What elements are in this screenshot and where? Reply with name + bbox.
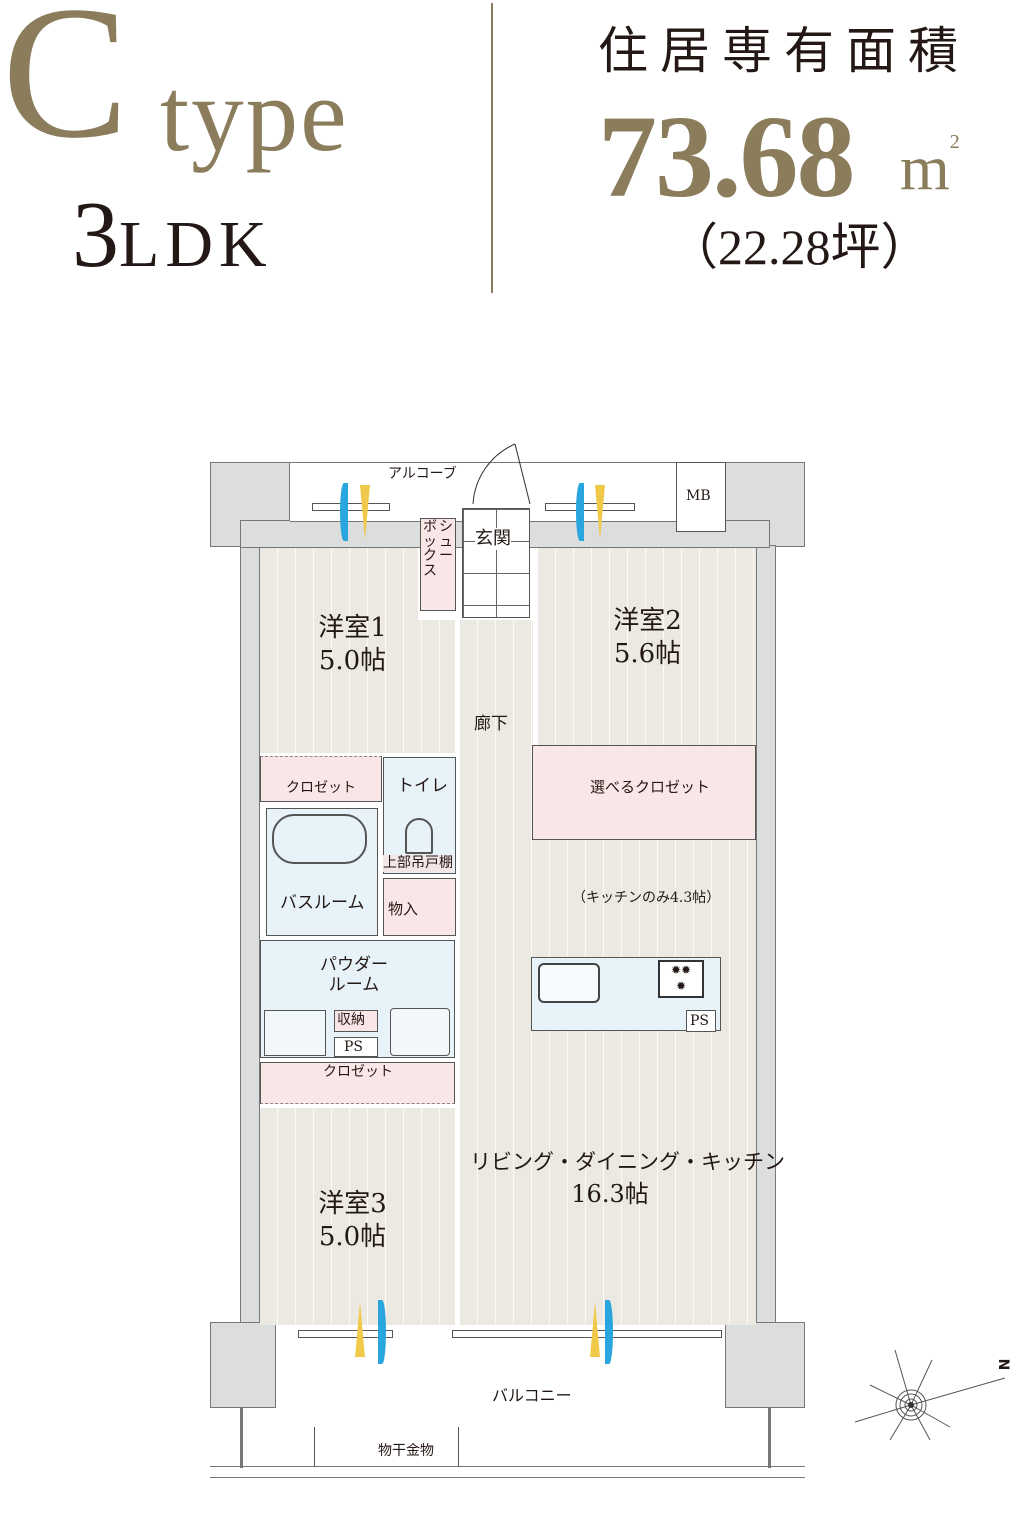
toilet-label: トイレ	[397, 776, 448, 796]
sunlight-icon	[360, 485, 370, 540]
kitchen-note: （キッチンのみ4.3帖）	[572, 890, 721, 906]
western-room-1-size: 5.0帖	[318, 645, 387, 676]
western-room-2-name: 洋室2	[613, 606, 682, 636]
header-divider	[491, 3, 493, 293]
shoe-box	[420, 518, 456, 611]
type-word: type	[160, 56, 349, 173]
wall-bottom-right-pillar	[725, 1322, 805, 1408]
selectable-closet-label: 選べるクロゼット	[590, 778, 711, 796]
hanger-post	[314, 1427, 315, 1467]
powder-storage-label: 収納	[337, 1012, 365, 1028]
airflow-icon	[605, 1300, 613, 1364]
meter-box-label: MB	[686, 488, 711, 504]
bathroom-label: バスルーム	[280, 893, 365, 913]
upper-shelf-label: 上部吊戸棚	[383, 855, 453, 872]
layout-type: 3LDK	[72, 188, 273, 282]
hallway-label: 廊下	[474, 714, 508, 734]
ldk	[460, 840, 756, 1325]
window-ldk	[452, 1330, 722, 1338]
sunlight-icon	[590, 1302, 600, 1357]
western-room-1-lower	[260, 620, 455, 753]
toilet	[383, 757, 456, 874]
powder-room-line2: ルーム	[328, 975, 380, 996]
western-room-2	[538, 548, 756, 746]
wall-right	[756, 545, 776, 1325]
alcove-label: アルコーブ	[388, 466, 457, 482]
balcony-post-right	[768, 1408, 771, 1468]
western-room-3-label: 洋室3 5.0帖	[300, 1188, 405, 1253]
area-label: 住居専有面積	[598, 22, 970, 80]
airflow-icon	[378, 1300, 386, 1364]
storage	[383, 878, 456, 936]
bathtub-icon	[272, 814, 367, 864]
area-unit-sup: 2	[949, 131, 960, 153]
hanger-post	[458, 1427, 459, 1467]
closet-1-label: クロゼット	[286, 780, 356, 796]
powder-storage	[334, 1010, 378, 1032]
entrance-label: 玄関	[475, 528, 511, 550]
selectable-closet	[532, 745, 756, 840]
western-room-2-size: 5.6帖	[613, 638, 682, 669]
stove-icon: ✹✹✹	[658, 960, 704, 998]
compass-north-label: N	[997, 1358, 1014, 1371]
window-room1	[312, 503, 390, 511]
powder-ps-label: PS	[344, 1039, 364, 1055]
wall-bottom-left-pillar	[210, 1322, 276, 1408]
western-room-2-label: 洋室2 5.6帖	[595, 605, 700, 670]
western-room-3-size: 5.0帖	[318, 1221, 387, 1252]
window-room3	[298, 1330, 393, 1338]
closet-3-label: クロゼット	[323, 1064, 393, 1080]
layout-number: 3	[72, 183, 119, 287]
powder-ps	[334, 1037, 378, 1057]
airflow-icon	[340, 483, 348, 541]
ldk-name: リビング・ダイニング・キッチン	[470, 1150, 785, 1174]
area-unit-m: m	[900, 132, 950, 203]
entrance-floor	[462, 508, 530, 618]
western-room-3	[260, 1108, 455, 1325]
area-value: 73.68	[598, 91, 855, 222]
sink-icon	[538, 963, 600, 1003]
western-room-3-name: 洋室3	[318, 1189, 387, 1219]
compass-icon	[854, 1349, 1006, 1440]
closet-1	[260, 756, 382, 802]
area-tsubo: （22.28坪）	[668, 219, 931, 275]
washing-machine-icon	[390, 1008, 450, 1056]
wall-left	[240, 545, 260, 1325]
washbasin-icon	[264, 1010, 326, 1056]
meter-box	[676, 462, 726, 532]
laundry-hanger-label: 物干金物	[378, 1443, 434, 1459]
balcony-rail	[210, 1466, 805, 1478]
sunlight-icon	[595, 485, 605, 540]
kitchen-ps	[686, 1010, 716, 1032]
airflow-icon	[576, 483, 584, 541]
western-room-1-name: 洋室1	[318, 613, 387, 643]
toilet-bowl-icon	[405, 818, 433, 854]
storage-label: 物入	[388, 900, 419, 918]
area-unit: m2	[900, 132, 960, 200]
closet-3	[260, 1062, 455, 1104]
hallway	[460, 620, 533, 845]
ldk-label: リビング・ダイニング・キッチン 16.3帖	[470, 1147, 785, 1212]
balcony-post-left	[240, 1408, 243, 1468]
front-door-swing-icon	[472, 443, 531, 505]
window-room2	[545, 503, 635, 511]
ldk-size: 16.3帖	[571, 1180, 649, 1209]
sunlight-icon	[355, 1302, 365, 1357]
kitchen-ps-label: PS	[690, 1013, 710, 1029]
powder-room-line1: パウダー	[320, 955, 388, 975]
western-room-1-label: 洋室1 5.0帖	[300, 612, 405, 677]
layout-letters: LDK	[119, 208, 273, 281]
shoe-box-label-col1: シュー	[439, 519, 453, 565]
shoe-box-label-col2: ボックス	[423, 519, 437, 580]
powder-room-label: パウダー ルーム	[320, 955, 388, 996]
balcony-label: バルコニー	[492, 1386, 572, 1405]
type-letter: C	[2, 0, 129, 178]
